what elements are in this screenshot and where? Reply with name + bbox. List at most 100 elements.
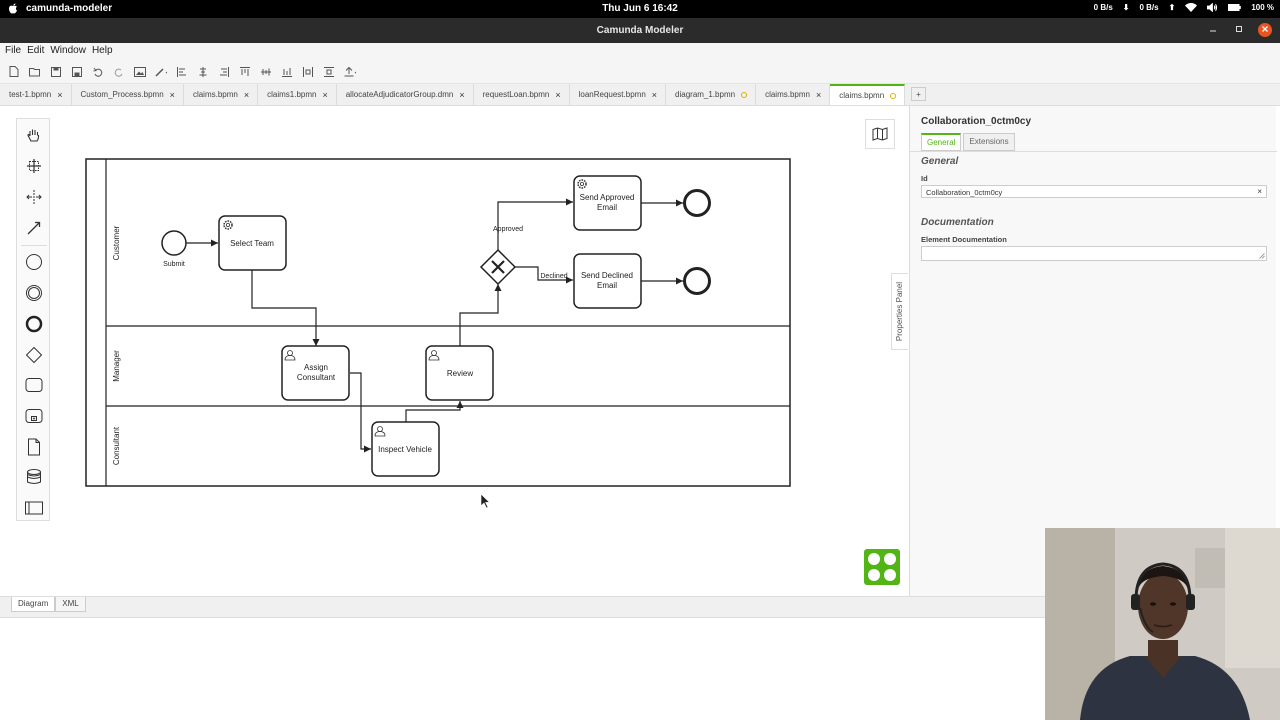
- close-tab-icon[interactable]: ×: [322, 89, 328, 100]
- diagram-view-tab[interactable]: Diagram: [11, 597, 56, 612]
- diagram-canvas[interactable]: [4, 106, 909, 596]
- redo-button[interactable]: [113, 66, 125, 78]
- download-icon: ⬇: [1122, 3, 1130, 12]
- align-right-button[interactable]: [218, 66, 230, 78]
- app-menu[interactable]: camunda-modeler: [8, 3, 112, 14]
- close-tab-icon[interactable]: ×: [815, 89, 822, 100]
- id-input[interactable]: Collaboration_0ctm0cy ×: [921, 185, 1267, 198]
- tab-label: diagram_1.bpmn: [675, 90, 736, 99]
- create-end-event[interactable]: [24, 314, 44, 334]
- align-bottom-button[interactable]: [281, 66, 293, 78]
- tab-label: allocateAdjudicatorGroup.dmn: [345, 90, 454, 99]
- close-tab-icon[interactable]: ×: [651, 89, 658, 100]
- map-icon: [872, 127, 888, 141]
- export-image-button[interactable]: [134, 66, 146, 78]
- close-tab-icon[interactable]: ×: [57, 89, 63, 100]
- tab-claims-2[interactable]: claims.bpmn×: [756, 84, 831, 105]
- align-middle-button[interactable]: [260, 66, 272, 78]
- tab-diagram-1[interactable]: diagram_1.bpmn: [666, 84, 757, 105]
- tab-loan-request[interactable]: loanRequest.bpmn×: [570, 84, 667, 105]
- tab-claims1[interactable]: claims1.bpmn ×: [258, 84, 337, 105]
- pool-icon: [25, 501, 43, 515]
- unsaved-dot-icon[interactable]: [890, 92, 897, 99]
- deploy-dropdown[interactable]: [344, 66, 356, 78]
- window-title-bar[interactable]: Camunda Modeler: [0, 18, 1280, 43]
- system-tray[interactable]: 0 B/s ⬇ 0 B/s ⬆ 100 %: [1094, 3, 1274, 12]
- connect-tool[interactable]: [24, 218, 44, 238]
- undo-button[interactable]: [92, 66, 104, 78]
- properties-panel: Collaboration_0ctm0cy General Extensions…: [909, 106, 1277, 596]
- close-tab-icon[interactable]: ×: [459, 89, 465, 100]
- window-title: Camunda Modeler: [596, 25, 684, 36]
- tab-general[interactable]: General: [921, 133, 962, 151]
- create-pool[interactable]: [24, 498, 44, 518]
- save-as-button[interactable]: [71, 66, 83, 78]
- menu-edit[interactable]: Edit: [27, 45, 45, 56]
- tab-label: test-1.bpmn: [9, 90, 52, 99]
- create-task[interactable]: [24, 375, 44, 395]
- distribute-vertical-button[interactable]: [323, 66, 335, 78]
- maximize-button[interactable]: [1232, 23, 1246, 37]
- align-center-button[interactable]: [197, 66, 209, 78]
- resize-handle-icon[interactable]: [1259, 253, 1265, 259]
- distribute-horizontal-button[interactable]: [302, 66, 314, 78]
- documentation-textarea[interactable]: [921, 246, 1267, 261]
- menu-file[interactable]: File: [5, 45, 22, 56]
- tab-label: claims1.bpmn: [267, 90, 317, 99]
- close-window-button[interactable]: [1258, 23, 1272, 37]
- menu-bar: File Edit Window Help: [0, 43, 1280, 60]
- undo-icon: [93, 67, 103, 77]
- open-file-button[interactable]: [29, 66, 41, 78]
- create-data-store[interactable]: [24, 467, 44, 487]
- create-gateway[interactable]: [24, 345, 44, 365]
- minimize-button[interactable]: [1206, 23, 1220, 37]
- tab-allocate-adjudicator-group[interactable]: allocateAdjudicatorGroup.dmn ×: [337, 84, 474, 105]
- add-tab-button[interactable]: +: [911, 87, 926, 101]
- align-left-button[interactable]: [176, 66, 188, 78]
- minimize-icon: [1210, 30, 1216, 32]
- clear-icon[interactable]: ×: [1257, 187, 1262, 196]
- apple-icon: [9, 3, 17, 14]
- unsaved-dot-icon[interactable]: [741, 91, 748, 98]
- create-subprocess[interactable]: [24, 406, 44, 426]
- redo-icon: [114, 68, 123, 77]
- align-bottom-icon: [282, 67, 292, 77]
- save-button[interactable]: [50, 66, 62, 78]
- tab-label: Custom_Process.bpmn: [80, 90, 164, 99]
- hand-tool[interactable]: [24, 125, 44, 145]
- save-icon: [51, 66, 61, 77]
- volume-icon: [1207, 3, 1218, 12]
- new-file-button[interactable]: [8, 66, 20, 78]
- tab-test-1[interactable]: test-1.bpmn ×: [0, 84, 72, 105]
- bpmn-io-logo[interactable]: [864, 549, 900, 585]
- close-tab-icon[interactable]: ×: [555, 89, 561, 100]
- tab-extensions[interactable]: Extensions: [963, 133, 1015, 151]
- xml-view-tab[interactable]: XML: [55, 597, 86, 612]
- properties-panel-toggle[interactable]: Properties Panel: [891, 273, 908, 350]
- align-right-icon: [220, 66, 229, 77]
- tab-label: claims.bpmn: [192, 90, 238, 99]
- net-up-rate: 0 B/s: [1139, 3, 1159, 12]
- close-tab-icon[interactable]: ×: [169, 89, 175, 100]
- align-top-button[interactable]: [239, 66, 251, 78]
- subprocess-icon: [25, 409, 43, 423]
- close-tab-icon[interactable]: ×: [243, 89, 250, 100]
- space-tool-icon: [26, 190, 42, 204]
- toolbar: [0, 60, 1280, 84]
- create-data-object[interactable]: [24, 437, 44, 457]
- tab-claims-active[interactable]: claims.bpmn: [830, 84, 906, 105]
- documentation-label: Element Documentation: [921, 235, 1007, 244]
- edit-tool-dropdown[interactable]: [155, 66, 167, 78]
- space-tool[interactable]: [24, 187, 44, 207]
- minimap-toggle-button[interactable]: [865, 119, 895, 149]
- battery-level: 100 %: [1251, 3, 1274, 12]
- create-intermediate-event[interactable]: [24, 283, 44, 303]
- tab-custom-process[interactable]: Custom_Process.bpmn ×: [72, 84, 184, 105]
- menu-help[interactable]: Help: [91, 45, 113, 56]
- create-start-event[interactable]: [24, 252, 44, 272]
- lasso-tool[interactable]: [24, 156, 44, 176]
- menu-window[interactable]: Window: [50, 45, 86, 56]
- tab-claims[interactable]: claims.bpmn ×: [184, 84, 259, 105]
- tab-request-loan[interactable]: requestLoan.bpmn×: [474, 84, 570, 105]
- id-label: Id: [921, 174, 928, 183]
